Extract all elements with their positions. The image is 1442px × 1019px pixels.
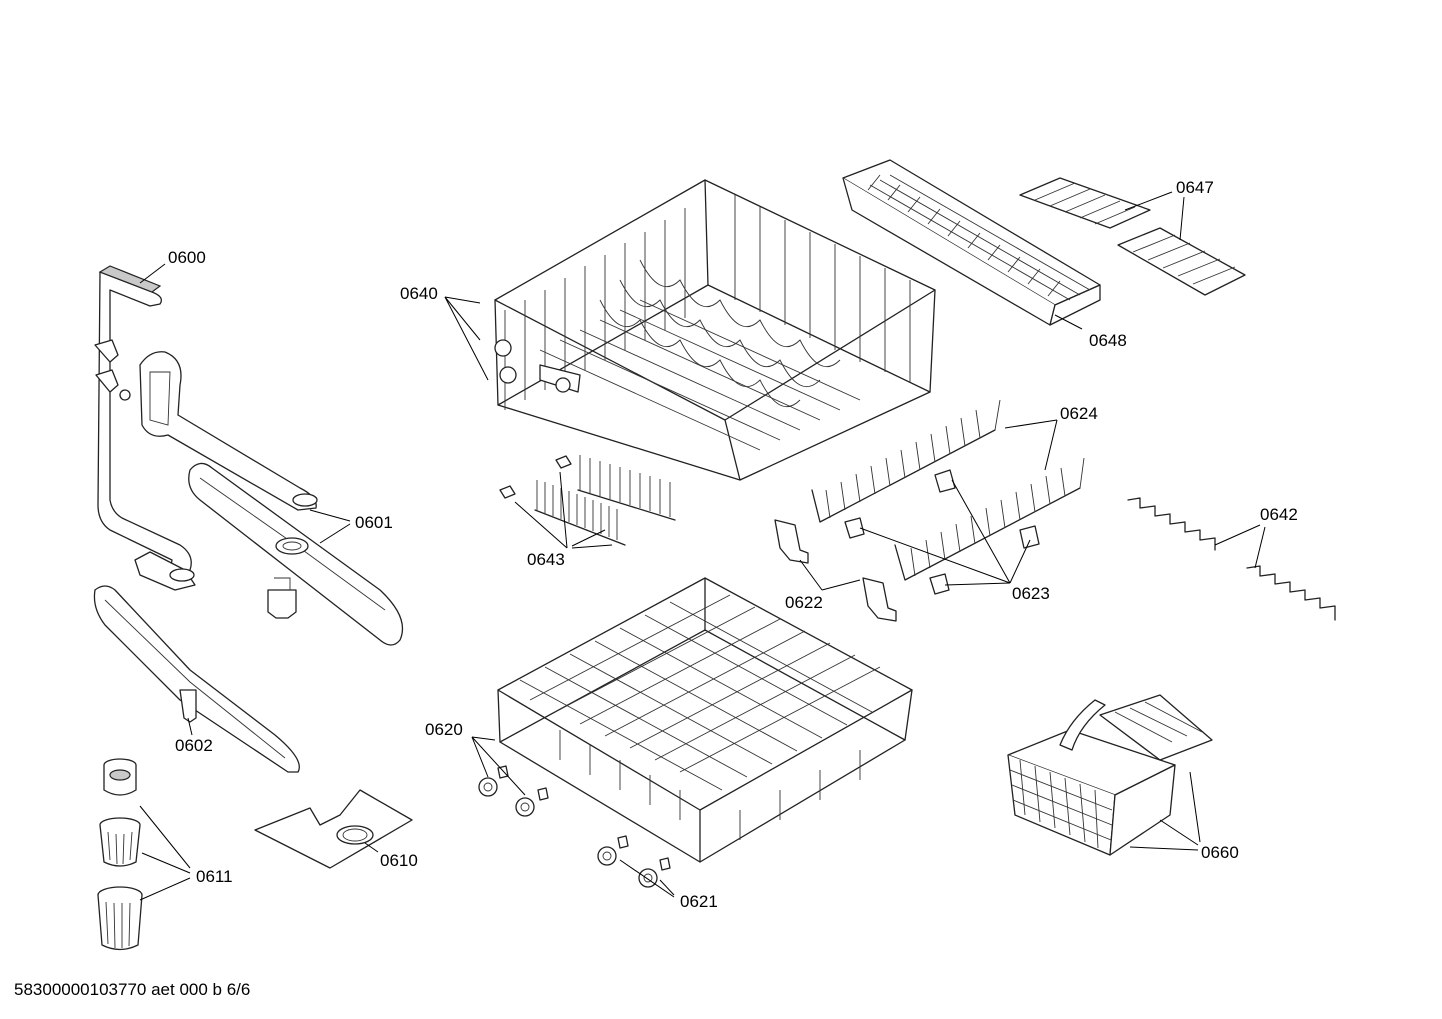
label-0600: 0600: [168, 248, 206, 267]
supply-pipe-part: [94, 265, 196, 591]
label-0622: 0622: [785, 593, 823, 612]
upper-basket-part: [494, 179, 936, 481]
upper-spray-arm-part: [188, 462, 404, 646]
lower-basket-part: [497, 577, 913, 863]
label-0660: 0660: [1201, 843, 1239, 862]
upper-spray-hose-part: [139, 351, 318, 511]
label-0648: 0648: [1089, 331, 1127, 350]
label-0643: 0643: [527, 550, 565, 569]
insert-parts-0647: [1019, 177, 1246, 296]
label-0624: 0624: [1060, 404, 1098, 423]
strainer-plate-part: [254, 789, 413, 869]
label-0602: 0602: [175, 736, 213, 755]
cutlery-basket-part: [1007, 694, 1213, 856]
label-0611: 0611: [196, 867, 233, 886]
tine-rack-parts: [811, 399, 1085, 581]
label-0621: 0621: [680, 892, 718, 911]
drawing-reference-footer: 58300000103770 aet 000 b 6/6: [14, 980, 251, 999]
label-0642: 0642: [1260, 505, 1298, 524]
label-0601: 0601: [355, 513, 393, 532]
cutlery-tray-part: [842, 159, 1101, 326]
small-rack-parts: [499, 455, 676, 546]
lower-spray-arm-part: [93, 585, 300, 773]
filter-parts: [97, 758, 143, 951]
leader-lines: [139, 191, 1266, 901]
clip-parts-0623: [844, 469, 1040, 595]
label-0610: 0610: [380, 851, 418, 870]
label-0640: 0640: [400, 284, 438, 303]
step-rack-parts: [1127, 497, 1336, 621]
label-0620: 0620: [425, 720, 463, 739]
part-labels: 0600 0601 0602 0611 0610 0640 0643 0647 …: [168, 178, 1298, 911]
clip-parts-0622: [774, 519, 897, 622]
label-0623: 0623: [1012, 584, 1050, 603]
label-0647: 0647: [1176, 178, 1214, 197]
